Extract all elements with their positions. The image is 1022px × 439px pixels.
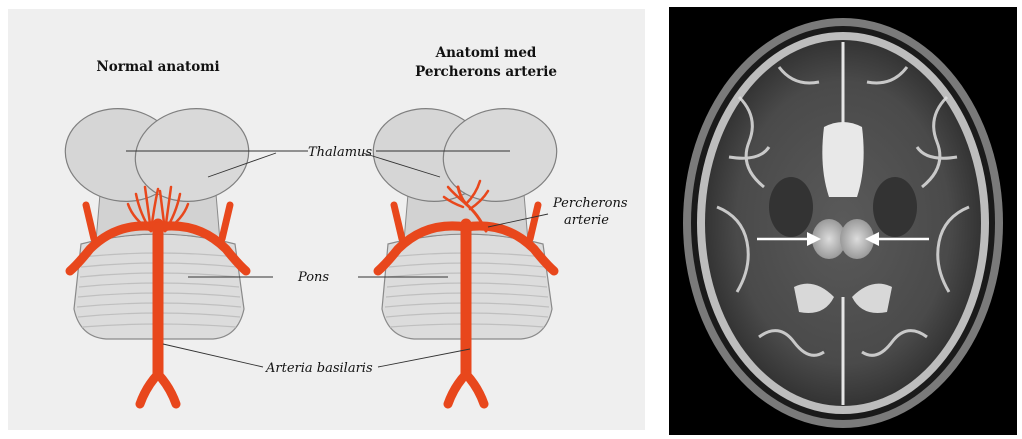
mri-lateral-ventricles (822, 122, 863, 197)
mri-image-panel (669, 7, 1017, 435)
percherons-label-line1: Percherons (552, 196, 628, 211)
pons-label: Pons (297, 270, 329, 285)
thalamus-label: Thalamus (308, 145, 372, 160)
percheron-anatomy-figure (366, 100, 564, 404)
variant-title-line2: Percherons arterie (415, 64, 557, 80)
normal-anatomy-title: Normal anatomi (96, 59, 219, 75)
variant-title-line1: Anatomi med (435, 45, 537, 61)
anatomy-diagram: Normal anatomi (8, 9, 645, 430)
mri-axial-brain-image (669, 7, 1017, 435)
arteria-basilaris-label: Arteria basilaris (265, 361, 373, 376)
percherons-label-line2: arterie (564, 213, 609, 228)
anatomy-diagram-panel: Normal anatomi (8, 9, 645, 430)
